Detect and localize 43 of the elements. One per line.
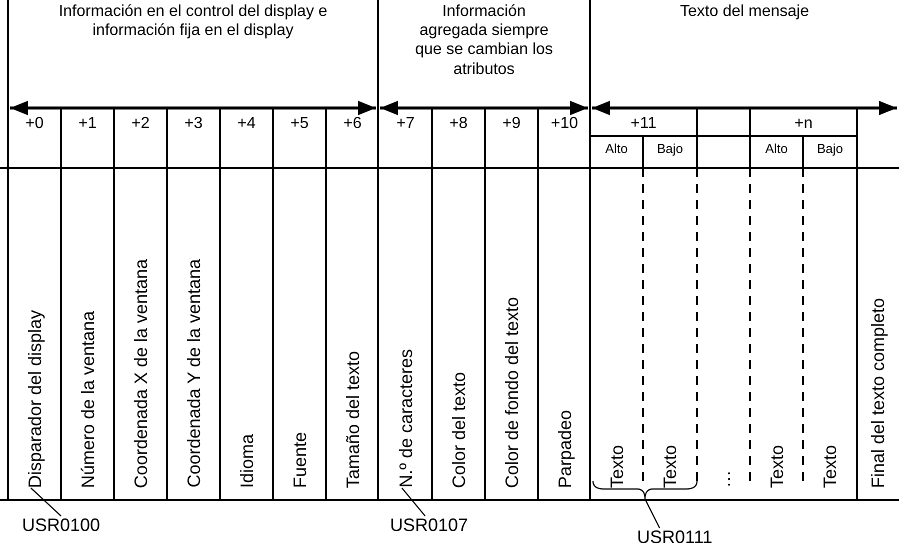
offset-label: +0 <box>25 114 44 134</box>
byte-label: Bajo <box>816 141 844 157</box>
offset-label: +7 <box>396 114 415 134</box>
offset-label: +n <box>794 114 813 134</box>
offset-label: +10 <box>550 114 578 134</box>
column-label: Parpadeo <box>556 410 574 488</box>
offset-label: +8 <box>449 114 468 134</box>
offset-label: +9 <box>502 114 521 134</box>
address-label: USR0111 <box>637 528 712 546</box>
ellipsis: … <box>714 470 732 488</box>
offset-label: +11 <box>630 114 656 134</box>
offset-label: +3 <box>184 114 203 134</box>
section-heading: Texto del mensaje <box>679 2 810 22</box>
leader-line <box>401 488 426 516</box>
column-label: Coordenada X de la ventana <box>132 258 150 488</box>
column-label: N.º de caracteres <box>396 349 414 488</box>
address-label: USR0100 <box>22 516 100 534</box>
byte-label: Alto <box>765 141 788 157</box>
offset-label: +5 <box>290 114 309 134</box>
column-label: Disparador del display <box>26 310 44 488</box>
column-label: Fuente <box>290 432 308 488</box>
column-label: Texto <box>821 444 839 488</box>
byte-label: Alto <box>605 141 628 157</box>
column-label: Coordenada Y de la ventana <box>184 259 202 488</box>
column-label: Texto <box>768 444 786 488</box>
column-label: Color de fondo del texto <box>502 296 520 488</box>
column-label: Número de la ventana <box>78 310 96 488</box>
offset-label: +1 <box>78 114 97 134</box>
leader-line <box>644 498 660 528</box>
leader-line <box>30 488 62 516</box>
offset-label: +6 <box>343 114 362 134</box>
column-label: Texto <box>661 444 679 488</box>
byte-label: Bajo <box>656 141 684 157</box>
column-label: Final del texto completo <box>869 298 887 488</box>
offset-label: +2 <box>131 114 150 134</box>
column-label: Tamaño del texto <box>344 350 362 488</box>
section-heading: Información agregada siempre que se cambian los atributos <box>414 2 554 79</box>
column-label: Color del texto <box>450 372 468 488</box>
column-label: Idioma <box>238 434 256 488</box>
address-label: USR0107 <box>390 516 468 534</box>
offset-label: +4 <box>237 114 256 134</box>
column-label: Texto <box>608 444 626 488</box>
section-heading: Información en el control del display e información fija en el display <box>58 2 328 40</box>
